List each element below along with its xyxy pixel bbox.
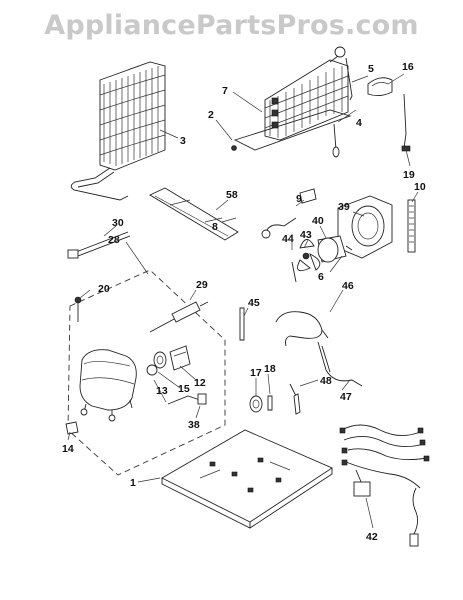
callout-48: 48 <box>320 375 332 387</box>
evaporator-coil <box>231 46 353 151</box>
callout-9: 9 <box>296 193 302 205</box>
callout-18: 18 <box>264 363 276 375</box>
callout-30: 30 <box>112 217 124 229</box>
grommet-part-14 <box>65 421 79 435</box>
base-plate <box>161 429 333 529</box>
callout-28: 28 <box>108 234 120 246</box>
callout-2: 2 <box>208 109 214 121</box>
callout-7: 7 <box>222 85 228 97</box>
part-30-rod <box>67 231 131 259</box>
part-44-pin <box>291 261 297 283</box>
callout-44: 44 <box>282 233 294 245</box>
part-48-tube <box>289 383 301 415</box>
part-47-tube <box>317 341 363 387</box>
part-10-strip <box>407 199 416 253</box>
callout-45: 45 <box>248 297 260 309</box>
callout-3: 3 <box>180 135 186 147</box>
start-relay-part-12 <box>169 345 191 371</box>
wire-harness <box>339 424 430 547</box>
callout-19: 19 <box>403 169 415 181</box>
callout-58: 58 <box>226 189 238 201</box>
callout-47: 47 <box>340 391 352 403</box>
callout-12: 12 <box>194 377 206 389</box>
fan-motor <box>317 235 353 263</box>
callout-8: 8 <box>212 221 218 233</box>
screw-part-20 <box>74 296 82 322</box>
part-17-grommet <box>249 395 263 413</box>
callout-1: 1 <box>130 477 136 489</box>
drain-tray <box>149 187 239 241</box>
fan-shroud <box>337 195 393 259</box>
fan-blade <box>297 239 321 272</box>
condenser-coil <box>70 61 166 201</box>
part-45-tube <box>239 307 245 341</box>
callout-38: 38 <box>188 419 200 431</box>
drier-part-29 <box>149 301 209 333</box>
callout-42: 42 <box>366 531 378 543</box>
callout-15: 15 <box>178 383 190 395</box>
callout-20: 20 <box>98 283 110 295</box>
callout-6: 6 <box>318 271 324 283</box>
watermark: AppliancePartsPros.com <box>44 10 419 41</box>
callout-13: 13 <box>156 385 168 397</box>
callout-5: 5 <box>368 63 374 75</box>
callout-4: 4 <box>356 117 362 129</box>
wire-part-38 <box>167 393 207 405</box>
part-19-clip <box>401 93 411 152</box>
callout-14: 14 <box>62 443 74 455</box>
leader-lines <box>67 73 419 529</box>
callout-10: 10 <box>414 181 426 193</box>
callout-39: 39 <box>338 201 350 213</box>
compressor <box>79 349 137 422</box>
part-16-cap <box>367 77 393 97</box>
callout-16: 16 <box>402 61 414 73</box>
part-46-tube <box>275 311 329 347</box>
part-4-thermistor <box>332 123 340 158</box>
callout-29: 29 <box>196 279 208 291</box>
callout-labels: 7 2 3 5 16 4 19 10 58 9 39 8 40 43 44 6 … <box>62 61 426 543</box>
callout-17: 17 <box>250 367 262 379</box>
relay-part-9 <box>261 188 317 239</box>
callout-43: 43 <box>300 229 312 241</box>
part-18-tube <box>267 395 273 411</box>
overload-part-13 <box>146 364 158 376</box>
callout-40: 40 <box>312 215 324 227</box>
callout-46: 46 <box>342 280 354 292</box>
part-15 <box>153 351 167 369</box>
